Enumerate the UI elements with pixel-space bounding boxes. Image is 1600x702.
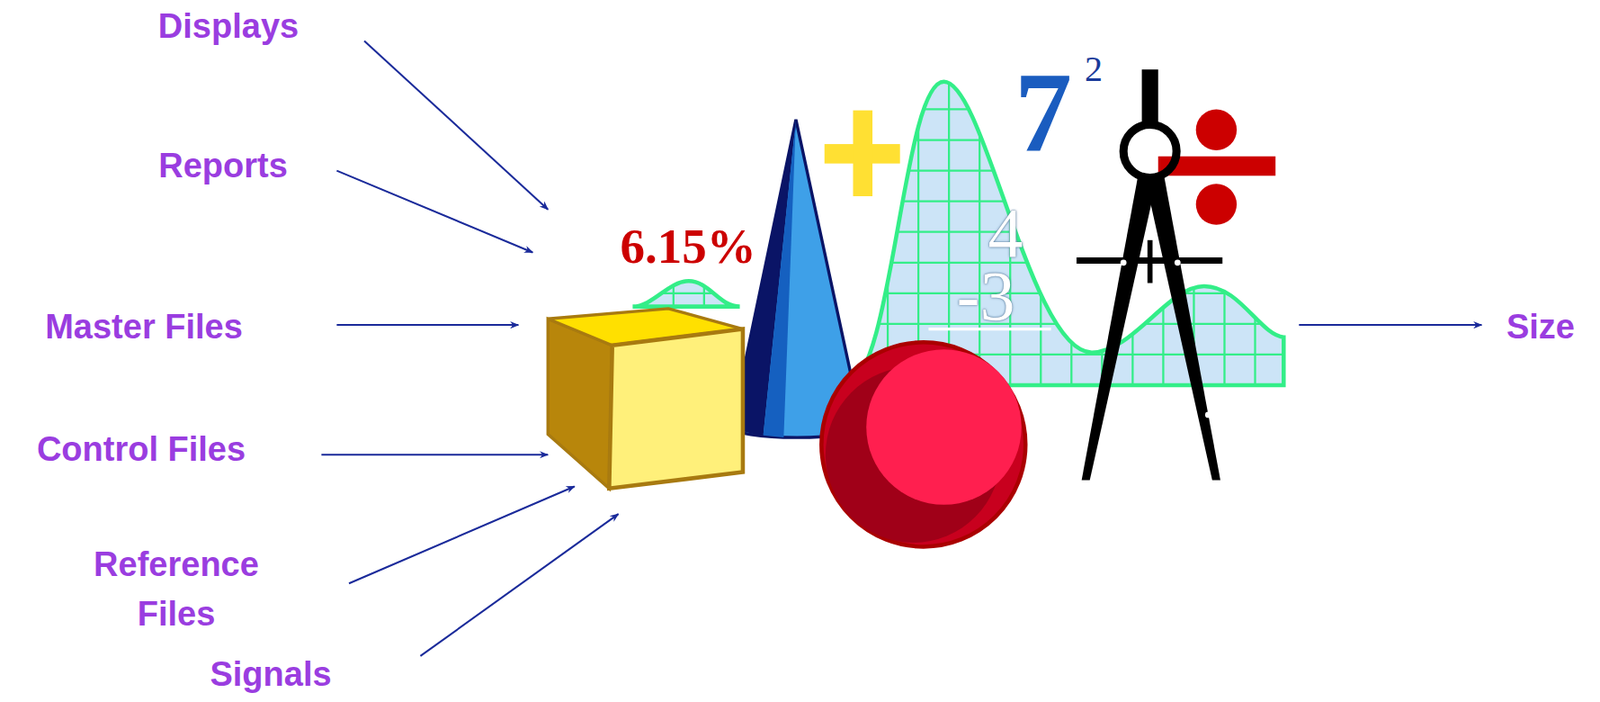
compass-leg — [1144, 171, 1221, 481]
exponent: 2 — [1084, 51, 1103, 88]
input-label: Reference Files — [59, 539, 294, 639]
percent-figure: 6.15% — [619, 221, 756, 271]
compass-pin — [1174, 259, 1181, 266]
input-label: Reports — [158, 141, 288, 191]
cube-front — [608, 329, 743, 489]
compass-bar — [1147, 240, 1154, 284]
divide-dot — [1196, 108, 1237, 150]
divide-dot — [1196, 183, 1237, 224]
output-label: Size — [1506, 302, 1575, 352]
base-number: 7 — [1014, 54, 1073, 170]
input-label: Master Files — [44, 302, 243, 352]
sphere — [821, 341, 1026, 546]
compass-pin — [1205, 411, 1212, 419]
compass-ring — [1123, 125, 1177, 179]
compass-pin — [1120, 259, 1127, 266]
leader-arrow — [321, 453, 548, 456]
cube-left — [547, 318, 612, 488]
input-label: Displays — [158, 1, 299, 52]
input-label: Control Files — [36, 424, 246, 474]
leader-arrow — [1298, 323, 1482, 326]
leader-arrow — [336, 323, 519, 326]
fraction-number: 4 — [988, 197, 1024, 269]
plus-sign — [852, 110, 873, 197]
sphere-highlight — [866, 348, 1021, 505]
leader-arrow — [420, 513, 618, 656]
compass-stem — [1142, 69, 1159, 125]
leader-arrow — [364, 40, 548, 209]
compass-leg — [1081, 171, 1158, 481]
cone-shade — [763, 119, 796, 438]
leader-arrow — [336, 170, 533, 253]
fraction-number: -3 — [956, 260, 1016, 331]
input-label: Signals — [209, 649, 331, 699]
